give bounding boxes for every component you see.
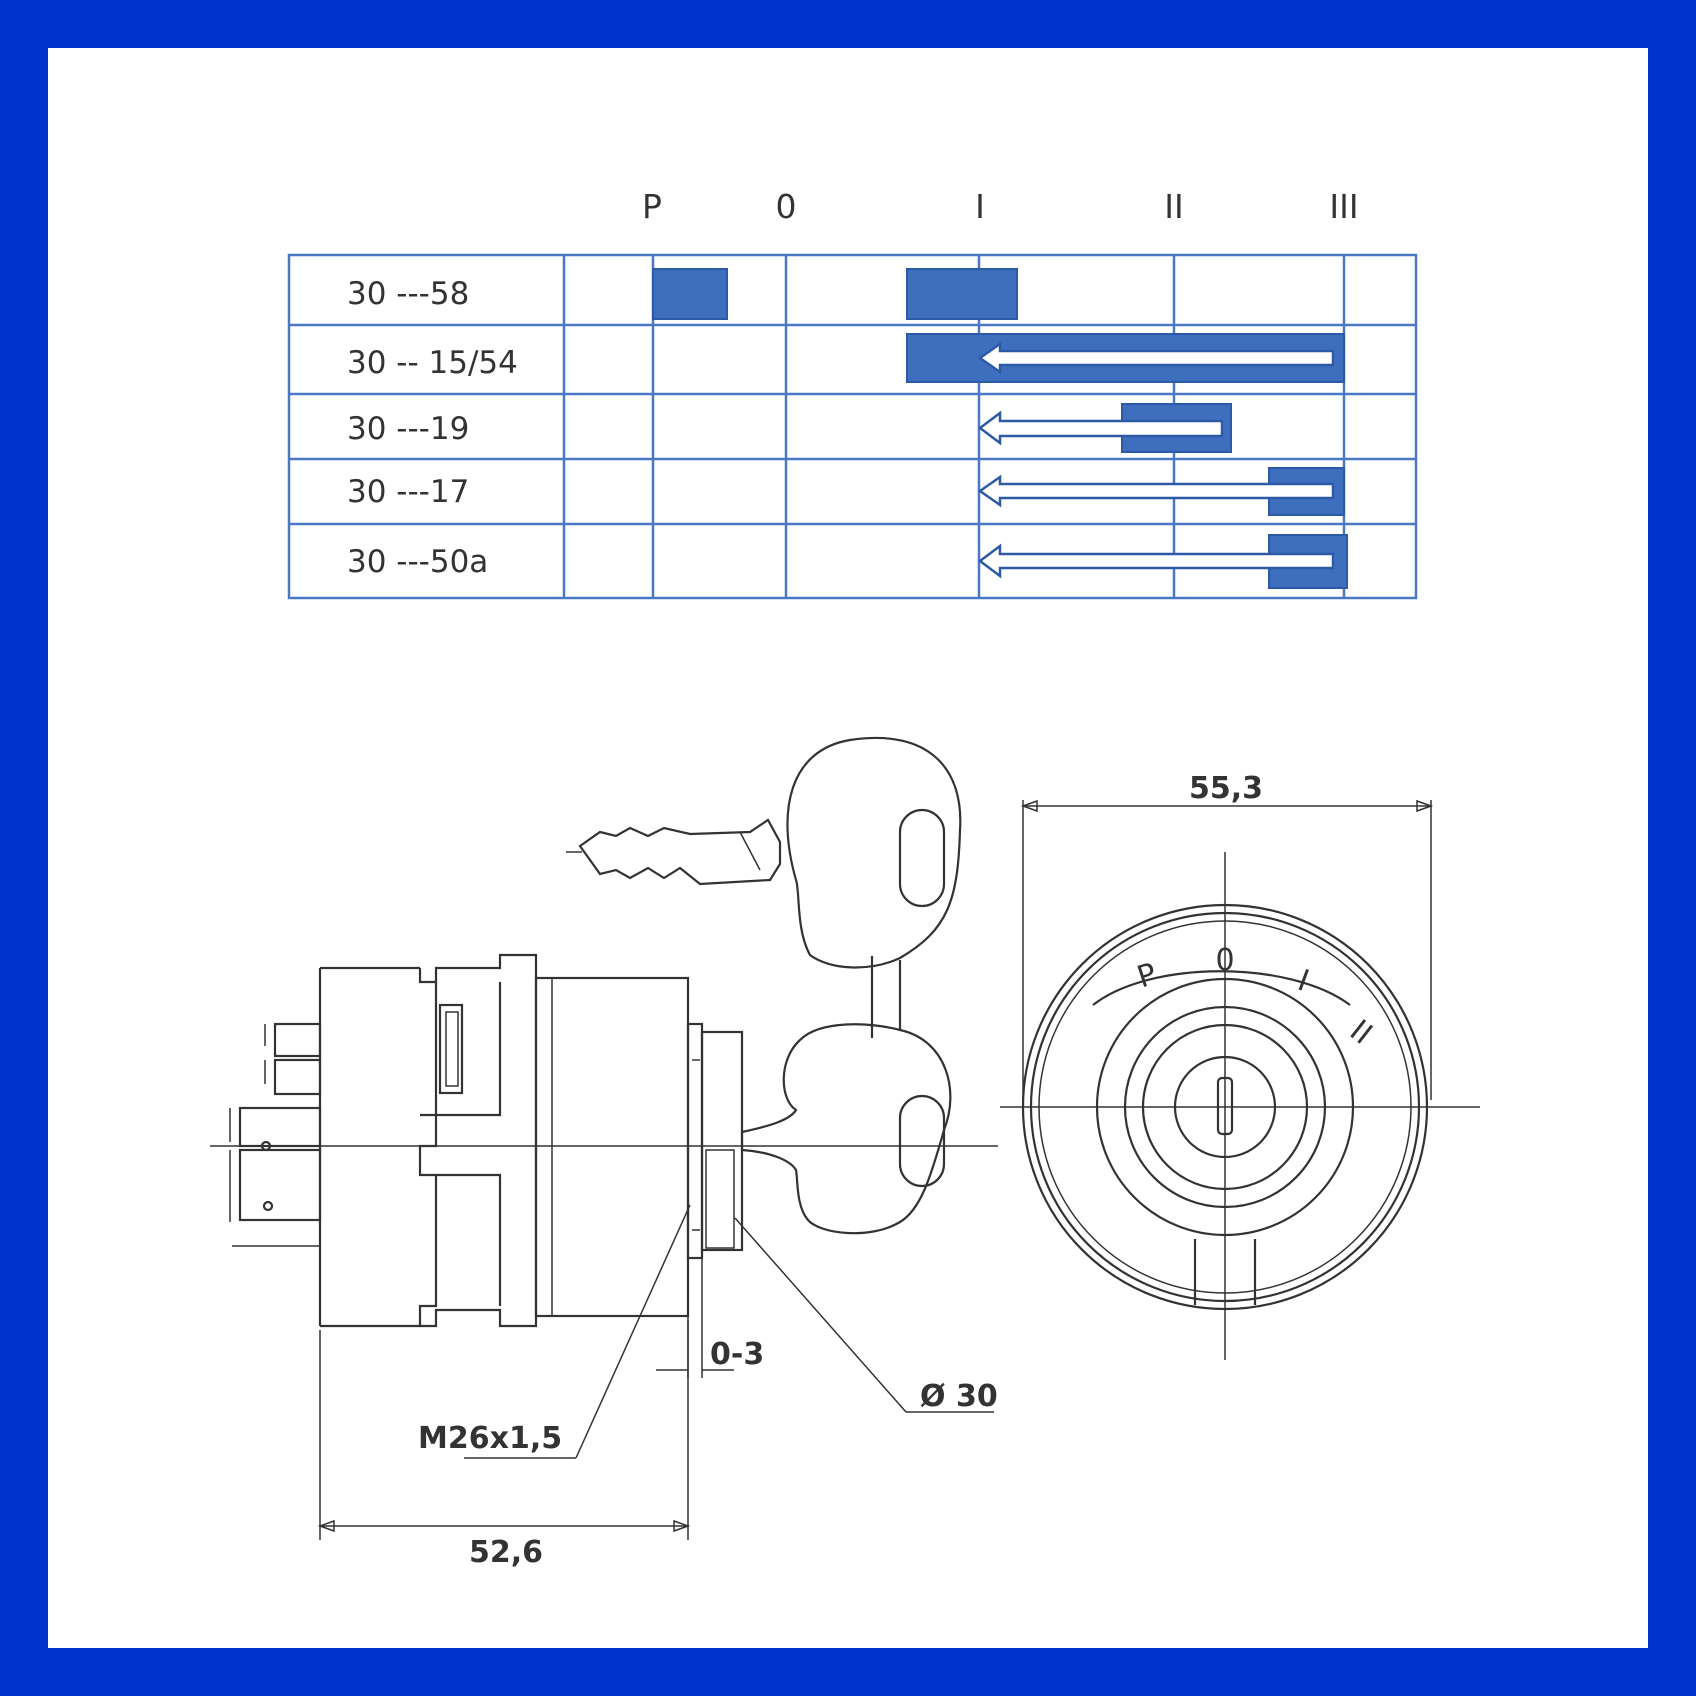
position-header-iii: III <box>1329 187 1358 226</box>
dial-mark-0: 0 <box>1215 943 1234 978</box>
dial-mark-p: P <box>1133 957 1161 996</box>
keyhole-slot <box>1216 1076 1234 1136</box>
dim-diameter-label: Ø 30 <box>920 1379 998 1414</box>
front-view: P 0 I II 55,3 <box>1000 771 1480 1360</box>
side-view-dimensions: 0-3 Ø 30 M26x1,5 52,6 <box>317 1200 998 1570</box>
position-header-p: P <box>642 187 662 226</box>
dim-gap-label: 0-3 <box>710 1337 764 1372</box>
row-label-30-50a: 30 ---50a <box>347 544 488 580</box>
contact-bar-17 <box>977 467 1345 516</box>
drawing-frame: P 0 I II III 30 ---58 30 -- 15/54 30 ---… <box>48 48 1648 1648</box>
lock-cylinder <box>1141 1023 1309 1191</box>
row-label-30-19: 30 ---19 <box>347 411 469 447</box>
row-label-30-17: 30 ---17 <box>347 474 469 510</box>
contact-bar-50a <box>977 534 1348 589</box>
row-label-30-15-54: 30 -- 15/54 <box>347 345 518 381</box>
row-label-30-58: 30 ---58 <box>347 276 469 312</box>
contact-bar-19 <box>977 403 1232 453</box>
position-header-i: I <box>975 187 985 226</box>
position-header-0: 0 <box>776 187 797 226</box>
position-header-ii: II <box>1164 187 1183 226</box>
technical-drawing: P 0 I II III 30 ---58 30 -- 15/54 30 ---… <box>210 187 1480 1570</box>
side-view: 0-3 Ø 30 M26x1,5 52,6 <box>210 736 998 1570</box>
contact-bar-58-i <box>906 268 1018 320</box>
contact-bar-58-p <box>652 268 728 320</box>
key-icon <box>566 736 962 1235</box>
dim-thread-label: M26x1,5 <box>418 1421 562 1456</box>
dim-length-label: 52,6 <box>469 1535 543 1570</box>
dim-width-label: 55,3 <box>1189 771 1263 806</box>
contact-bar-15-54 <box>906 333 1345 383</box>
front-bezel-outer <box>1021 903 1429 1311</box>
switching-table: P 0 I II III 30 ---58 30 -- 15/54 30 ---… <box>287 187 1418 600</box>
dial-mark-ii: II <box>1343 1013 1378 1051</box>
terminal-pins <box>229 1022 322 1247</box>
switch-body <box>318 953 744 1328</box>
